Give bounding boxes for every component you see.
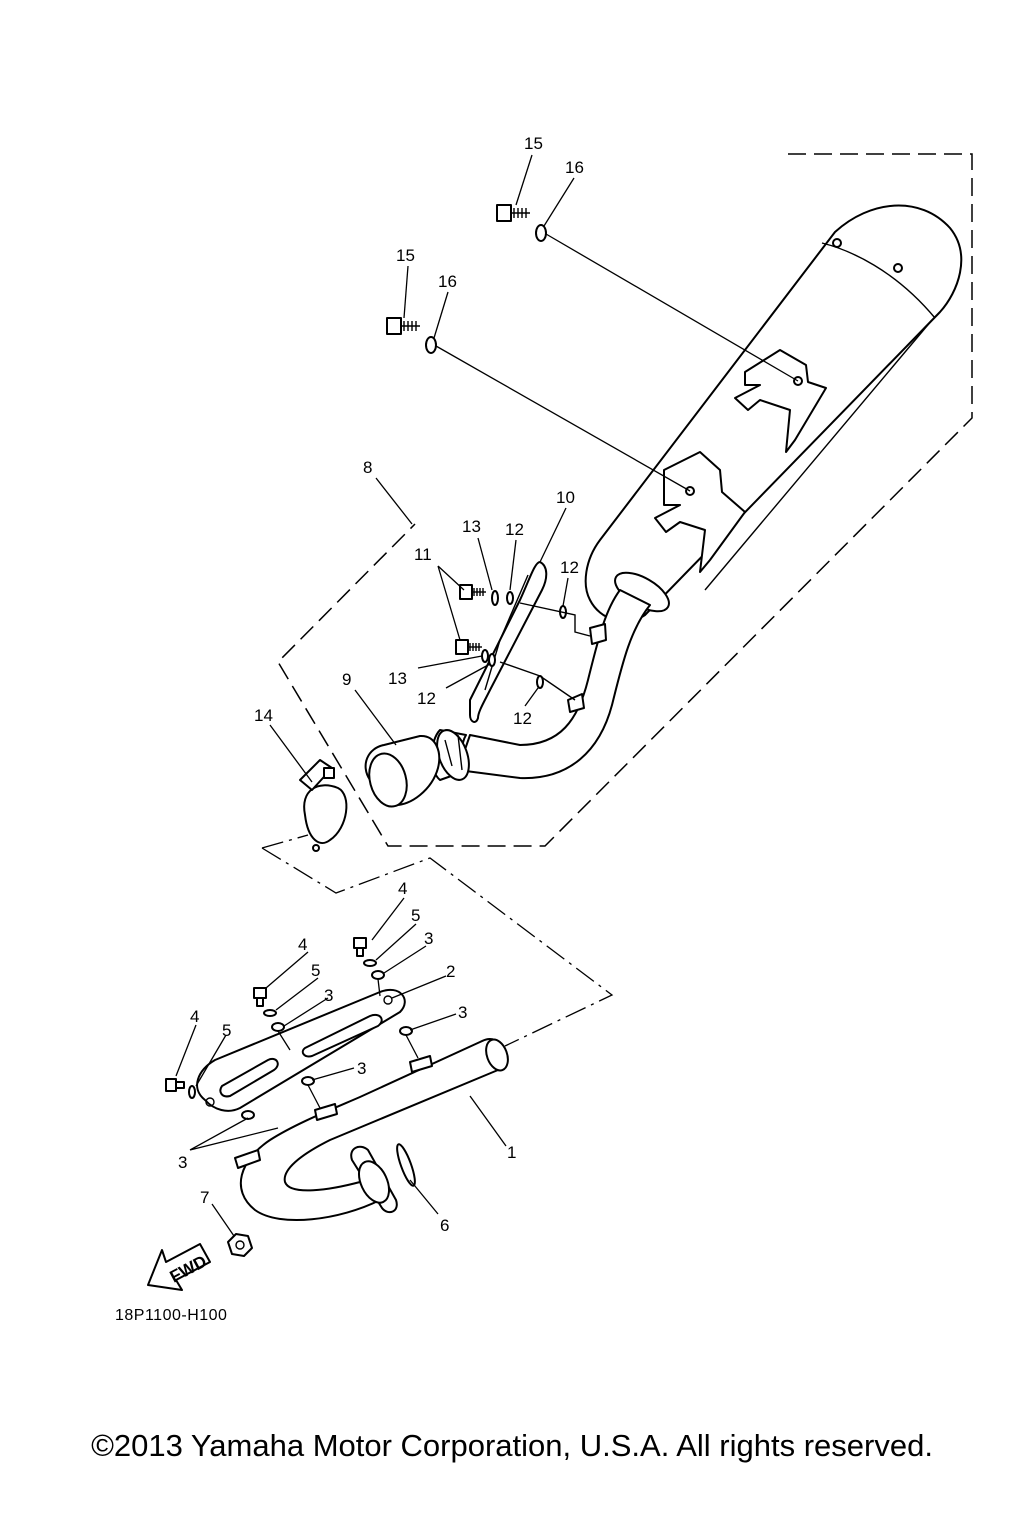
bolt-4-top[interactable] <box>353 937 367 957</box>
grommet-3-lower-left[interactable] <box>241 1110 255 1120</box>
callout-numbers: 15 16 15 16 8 10 13 12 11 12 9 13 12 12 … <box>178 134 584 1235</box>
muffler[interactable] <box>584 204 963 623</box>
bolt-4-middle[interactable] <box>253 987 267 1007</box>
collar-13-lower[interactable] <box>481 649 489 663</box>
callout-2: 2 <box>446 962 455 981</box>
bracket-bolt-lower[interactable] <box>455 639 482 655</box>
callout-16-lower: 16 <box>438 272 457 291</box>
washer-5-left[interactable] <box>188 1085 196 1099</box>
grommet-3-top[interactable] <box>371 970 385 980</box>
muffler-bracket-10[interactable] <box>469 561 548 723</box>
callout-12-a: 12 <box>505 520 524 539</box>
callout-10: 10 <box>556 488 575 507</box>
callout-15-lower: 15 <box>396 246 415 265</box>
callout-11: 11 <box>414 545 432 564</box>
callout-14: 14 <box>254 706 273 725</box>
washer-12-c[interactable] <box>488 653 496 667</box>
assembly-guide-line-2 <box>261 834 309 849</box>
grommet-3-center[interactable] <box>301 1076 315 1086</box>
callout-3-top: 3 <box>424 929 433 948</box>
callout-5-top: 5 <box>411 906 420 925</box>
clamp-14[interactable] <box>299 759 348 852</box>
callout-8: 8 <box>363 458 372 477</box>
mounting-bolt-15-upper[interactable] <box>496 204 530 222</box>
callout-12-b: 12 <box>560 558 579 577</box>
nut-7[interactable] <box>227 1233 253 1257</box>
diagram-code: 18P1100-H100 <box>115 1307 228 1324</box>
grommet-3-middle[interactable] <box>271 1022 285 1032</box>
callout-5-left: 5 <box>222 1021 231 1040</box>
copyright-notice: ©2013 Yamaha Motor Corporation, U.S.A. A… <box>91 1428 933 1463</box>
bracket-bolt-upper[interactable] <box>459 584 486 600</box>
exhaust-flange <box>350 1145 398 1214</box>
washer-16-upper[interactable] <box>535 224 547 242</box>
callout-16-upper: 16 <box>565 158 584 177</box>
callout-4-top: 4 <box>398 879 407 898</box>
mounting-bolt-15-lower[interactable] <box>386 317 420 335</box>
callout-7: 7 <box>200 1188 209 1207</box>
washer-5-middle[interactable] <box>263 1009 277 1017</box>
callout-15-upper: 15 <box>524 134 543 153</box>
bolt-4-left[interactable] <box>165 1078 185 1092</box>
callout-12-c: 12 <box>417 689 436 708</box>
callout-3-center: 3 <box>357 1059 366 1078</box>
leader-lines <box>175 154 575 1237</box>
callout-9: 9 <box>342 670 351 689</box>
callout-4-left: 4 <box>190 1007 199 1026</box>
grommet-3-right[interactable] <box>399 1026 413 1036</box>
callout-3-lower-left: 3 <box>178 1153 187 1172</box>
callout-3-middle: 3 <box>324 986 333 1005</box>
muffler-assembly-outline <box>277 153 973 847</box>
callout-1: 1 <box>507 1143 516 1162</box>
callout-6: 6 <box>440 1216 449 1235</box>
bolt-alignment-line-lower <box>435 345 691 492</box>
gasket-6[interactable] <box>394 1143 418 1188</box>
washer-16-lower[interactable] <box>425 336 437 354</box>
forward-direction-arrow: FWD <box>147 1243 211 1291</box>
washer-12-a[interactable] <box>506 591 514 605</box>
bolt-alignment-line-upper <box>545 233 799 382</box>
callout-3-right: 3 <box>458 1003 467 1022</box>
callout-13-upper: 13 <box>462 517 481 536</box>
callout-12-d: 12 <box>513 709 532 728</box>
washer-5-top[interactable] <box>363 959 377 967</box>
assembly-guide-line <box>261 847 614 1047</box>
callout-5-middle: 5 <box>311 961 320 980</box>
exhaust-pipe-1[interactable] <box>239 1037 512 1221</box>
callout-4-middle: 4 <box>298 935 307 954</box>
gasket-9[interactable] <box>364 734 441 811</box>
callout-13-lower: 13 <box>388 669 407 688</box>
collar-13-upper[interactable] <box>491 590 499 606</box>
